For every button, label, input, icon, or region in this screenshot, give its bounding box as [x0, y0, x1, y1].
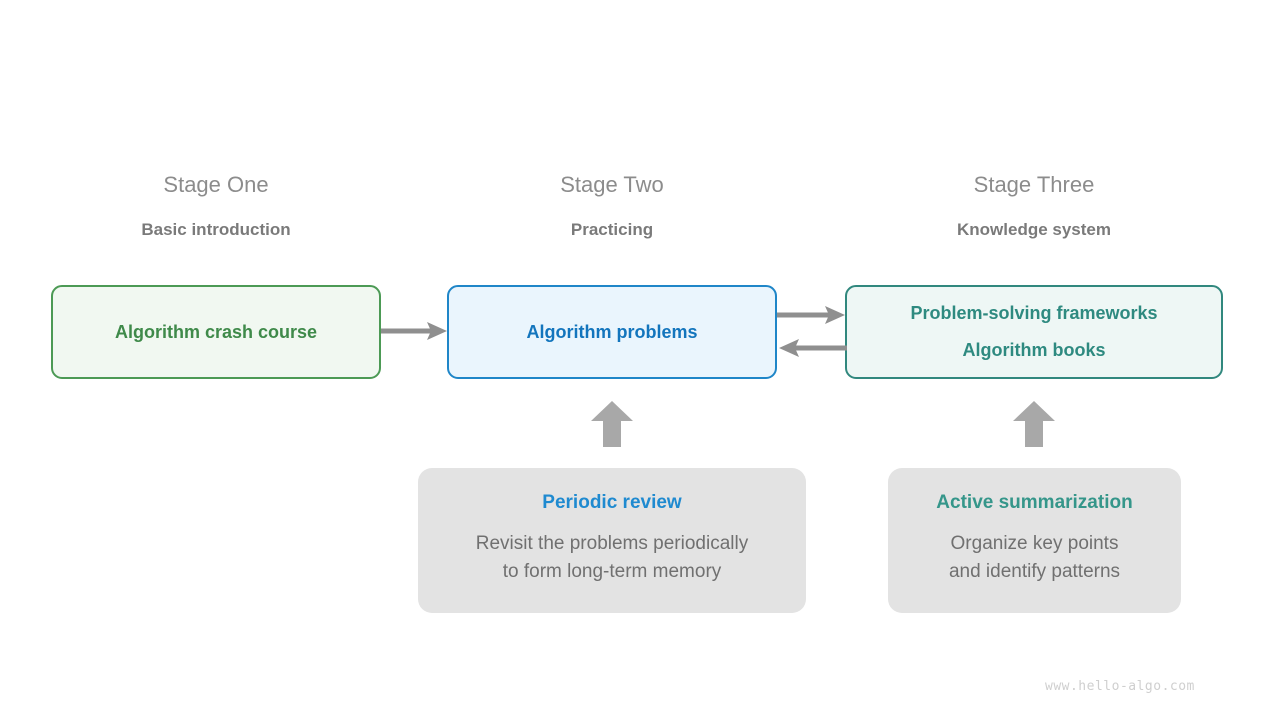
- node-label-line-1: Problem-solving frameworks: [910, 303, 1158, 323]
- stage-header-one: Stage One Basic introduction: [51, 172, 381, 241]
- note-active-summarization[interactable]: Active summarization Organize key points…: [888, 468, 1181, 613]
- note-periodic-review[interactable]: Periodic review Revisit the problems per…: [418, 468, 806, 613]
- stage-header-two: Stage Two Practicing: [447, 172, 777, 241]
- stage-subtitle: Practicing: [570, 220, 654, 239]
- node-label: Algorithm problems: [526, 321, 698, 342]
- note-title: Periodic review: [542, 492, 682, 513]
- arrow-periodic-review-to-problems: [591, 401, 633, 447]
- arrow-active-summarization-to-frameworks: [1013, 401, 1055, 447]
- note-body-line-2: to form long-term memory: [502, 561, 722, 582]
- node-algorithm-problems[interactable]: Algorithm problems: [447, 285, 777, 379]
- stage-title: Stage One: [163, 172, 269, 197]
- arrow-problems-to-frameworks: [777, 306, 845, 324]
- watermark: www.hello-algo.com: [1045, 679, 1195, 694]
- note-body-line-1: Organize key points: [950, 533, 1119, 554]
- node-algorithm-crash-course[interactable]: Algorithm crash course: [51, 285, 381, 379]
- node-knowledge-system[interactable]: Problem-solving frameworks Algorithm boo…: [845, 285, 1223, 379]
- stage-header-three: Stage Three Knowledge system: [845, 172, 1223, 241]
- note-body-line-1: Revisit the problems periodically: [475, 533, 749, 554]
- stage-title: Stage Three: [973, 172, 1095, 197]
- note-body-line-2: and identify patterns: [948, 561, 1121, 582]
- note-title: Active summarization: [936, 492, 1133, 513]
- arrow-crash-course-to-problems: [381, 322, 447, 340]
- arrow-frameworks-to-problems: [779, 339, 847, 357]
- stage-subtitle: Knowledge system: [957, 220, 1111, 239]
- stage-title: Stage Two: [560, 172, 664, 197]
- stage-subtitle: Basic introduction: [141, 220, 291, 239]
- node-label-line-2: Algorithm books: [962, 340, 1106, 360]
- node-label: Algorithm crash course: [114, 321, 318, 342]
